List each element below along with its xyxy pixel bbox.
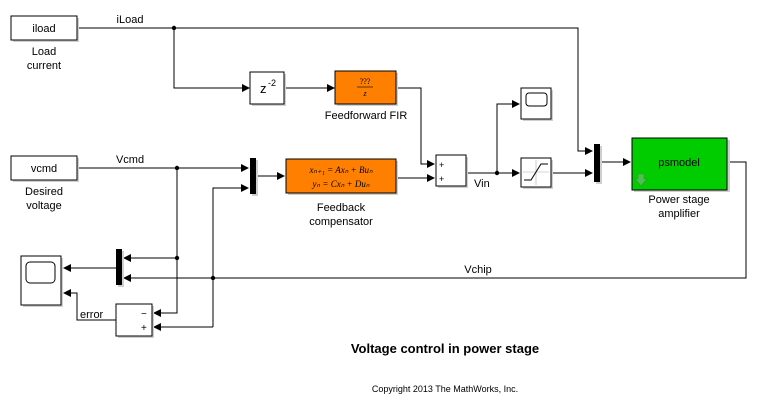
wire-fir-sum — [397, 87, 435, 168]
iload-caption-1: Load — [32, 46, 56, 58]
signal-iload-wire — [78, 27, 593, 155]
signal-label-vchip: Vchip — [464, 264, 492, 276]
compensator-caption-1: Feedback — [317, 202, 366, 214]
delay-base: z — [260, 81, 267, 96]
signal-label-vcmd: Vcmd — [116, 154, 144, 166]
branch-point — [171, 25, 177, 31]
saturation-icon — [523, 160, 549, 185]
vcmd-branch — [153, 168, 178, 317]
fir-denominator: z — [362, 89, 367, 98]
vin-to-scope — [496, 100, 520, 173]
signal-iload-branch — [173, 28, 250, 92]
signal-vchip-wire — [123, 161, 747, 282]
fir-numerator: ??? — [360, 77, 371, 86]
compensator-caption-2: compensator — [309, 216, 373, 228]
copyright-note: Copyright 2013 The MathWorks, Inc. — [372, 384, 518, 394]
feedback-compensator-block[interactable]: xₙ₊₁ = Axₙ + Buₙ yₙ = Cxₙ + Duₙ — [285, 158, 398, 195]
compensator-output-equation: yₙ = Cxₙ + Duₙ — [312, 179, 370, 189]
mux-block-psmodel[interactable] — [594, 144, 602, 184]
iload-block-label: iload — [32, 23, 55, 35]
error-scope-block[interactable] — [20, 255, 63, 307]
mux-block-scope[interactable] — [116, 249, 124, 287]
feedforward-fir-block[interactable]: ??? z — [334, 70, 398, 106]
signal-label-error: error — [80, 309, 104, 321]
delay-block[interactable]: z -2 — [249, 71, 286, 106]
saturation-block[interactable] — [520, 157, 553, 189]
error-sum-sign-2: + — [141, 323, 147, 334]
psmodel-block[interactable]: psmodel — [631, 137, 730, 192]
iload-inport-block[interactable]: iload — [10, 15, 79, 42]
model-reference-arrow-icon — [634, 173, 648, 187]
signal-label-vin: Vin — [474, 178, 490, 190]
vcmd-block-label: vcmd — [31, 163, 57, 175]
vin-scope-block[interactable] — [520, 87, 553, 121]
scope-icon — [525, 92, 548, 107]
psmodel-caption-1: Power stage — [648, 194, 709, 206]
compensator-state-equation: xₙ₊₁ = Axₙ + Buₙ — [308, 165, 373, 175]
fir-caption: Feedforward FIR — [325, 110, 408, 122]
delay-exponent: -2 — [268, 78, 276, 88]
signal-label-iload: iLoad — [117, 14, 144, 26]
error-sum-block[interactable]: − + — [115, 303, 154, 338]
mux-block-compensator[interactable] — [250, 158, 258, 196]
vcmd-inport-block[interactable]: vcmd — [10, 155, 79, 182]
sum-block[interactable]: + + — [435, 154, 468, 188]
sum-sign-2: + — [439, 174, 444, 184]
vchip-to-mux — [212, 184, 249, 327]
psmodel-caption-2: amplifier — [658, 208, 700, 220]
error-sum-sign-1: − — [141, 309, 147, 320]
vcmd-caption-2: voltage — [26, 200, 61, 212]
psmodel-block-label: psmodel — [658, 157, 700, 169]
vcmd-caption-1: Desired — [25, 186, 63, 198]
diagram-title: Voltage control in power stage — [351, 341, 539, 356]
iload-caption-2: current — [27, 60, 61, 72]
signal-error-wire — [63, 289, 116, 321]
scope-icon — [25, 261, 56, 284]
sum-sign-1: + — [439, 160, 444, 170]
